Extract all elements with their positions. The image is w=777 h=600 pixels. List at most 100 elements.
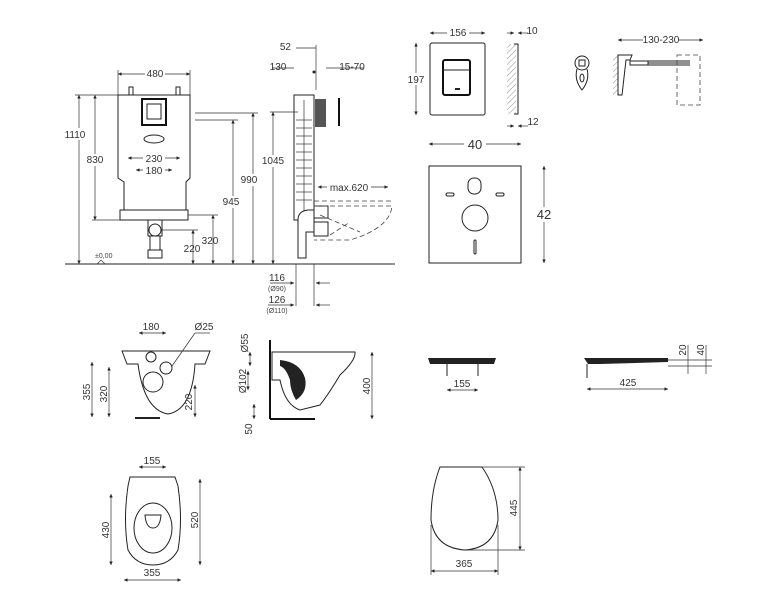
dim-25-label: Ø25 — [195, 322, 214, 333]
dim-max620-label: max.620 — [330, 183, 369, 194]
wall-hatch — [613, 55, 618, 95]
bowl-top-drain — [144, 514, 162, 529]
mat-drain-hole — [461, 204, 489, 232]
toilet-bowl-front-view: 180 Ø25 355 320 220 — [82, 322, 214, 419]
fixing-bolt-view: 130-230 — [574, 34, 703, 106]
label-bg — [535, 207, 553, 222]
dim-diameter-leader — [171, 332, 196, 367]
dim-12-label: 12 — [527, 117, 539, 128]
bolt-bracket — [575, 68, 589, 91]
flush-button — [442, 59, 471, 96]
dim-365-label: 365 — [456, 559, 473, 570]
sound-insulation-mat: 40 42 — [428, 136, 553, 264]
dim-10-label: 10 — [526, 26, 538, 37]
dim-230-label: 230 — [146, 154, 163, 165]
frame-leg-top-right — [175, 86, 181, 96]
dim-197-label: 197 — [408, 75, 425, 86]
bowl-inlet — [313, 205, 329, 219]
bolt-mount — [617, 54, 633, 96]
dim-130-230-label: 130-230 — [643, 35, 680, 46]
label-bg — [464, 136, 486, 151]
dim-155-label: 155 — [454, 379, 471, 390]
brand-mark — [455, 88, 460, 90]
seat-top-outline — [430, 466, 499, 551]
dim-1110-label: 1110 — [65, 130, 86, 141]
label-bg — [643, 34, 679, 45]
toilet-bowl-top-view: 155 430 520 355 — [101, 456, 202, 582]
seat-top-view: 445 365 — [430, 466, 525, 575]
dim-180-label: 180 — [143, 322, 160, 333]
dim-1045-label: 1045 — [262, 156, 285, 167]
frame-bracket — [119, 209, 189, 221]
dim-20-label: 20 — [678, 344, 689, 356]
dim-990-label: 990 — [241, 175, 258, 186]
bowl-trap — [280, 360, 306, 400]
brand-logo — [143, 134, 165, 144]
bolt-shaft — [629, 60, 649, 66]
frame-side-view: 52 130 15-70 1045 max.620 116 (Ø90) 126 … — [261, 42, 393, 315]
dim-15-70-label: 15-70 — [339, 62, 365, 73]
dim-40-label: 40 — [696, 344, 707, 356]
dim-445-label: 445 — [509, 499, 520, 516]
bowl-outlet — [313, 221, 329, 237]
toilet-bowl-side-view: Ø55 Ø102 50 400 — [238, 333, 374, 435]
dim-180-label: 180 — [146, 166, 163, 177]
frame-front-view: 480 1110 830 230 180 990 945 320 220 ±0,… — [64, 67, 395, 265]
seat-side-view: 425 20 40 — [584, 344, 712, 391]
flush-plate-front — [429, 42, 486, 116]
dim-130-label: 130 — [270, 62, 287, 73]
label-bg — [145, 67, 165, 79]
flush-plate-side-edge — [514, 43, 519, 115]
bolt-slot — [579, 73, 585, 83]
mat-slot-right — [495, 192, 505, 197]
dim-42-label: 42 — [537, 207, 551, 222]
dim-425-label: 425 — [620, 378, 637, 389]
dim-480-label: 480 — [147, 69, 164, 80]
mat-slot-left — [445, 192, 455, 197]
floor-level-icon — [96, 259, 106, 265]
bowl-outlet — [142, 371, 164, 393]
bolt-nut — [578, 59, 586, 67]
label-bg — [221, 196, 243, 208]
dim-102-label: Ø102 — [238, 368, 249, 393]
flush-cistern-inner — [146, 103, 162, 120]
bowl-wall-dashed — [676, 54, 701, 106]
dim-55-label: Ø55 — [240, 333, 251, 352]
label-bg — [404, 73, 426, 85]
flush-actuator — [315, 99, 326, 127]
dim-155-label: 155 — [144, 456, 161, 467]
dim-355-label: 355 — [144, 568, 161, 579]
frame-leg-top-left — [128, 86, 134, 96]
label-bg — [238, 174, 260, 186]
label-bg — [327, 181, 371, 193]
dim-52-label: 52 — [280, 42, 292, 53]
dim-320-label: 320 — [202, 236, 219, 247]
frame-side-ribs — [296, 119, 312, 201]
flush-plate-view: 156 197 10 12 — [404, 26, 539, 128]
label-bg — [261, 155, 285, 167]
bowl-base — [135, 417, 160, 419]
dim-50-label: 50 — [244, 423, 255, 435]
seat-side-profile — [584, 358, 668, 364]
dim-156-label: 156 — [450, 28, 467, 39]
dim-830-label: 830 — [87, 155, 104, 166]
bowl-hole-center — [145, 351, 157, 363]
dim-116-label: 116 — [269, 273, 285, 284]
label-bg — [64, 128, 86, 140]
bolt-washer — [574, 55, 590, 71]
dim-126-label: 126 — [269, 295, 286, 306]
dim-126-sub-label: (Ø110) — [266, 308, 287, 315]
label-bg — [82, 154, 104, 166]
mat-outline — [428, 165, 522, 264]
label-bg — [143, 152, 165, 163]
bowl-top-outline — [125, 476, 181, 566]
mat-inlet-hole — [467, 177, 482, 195]
drain-bend — [297, 209, 315, 259]
seat-front-view: 155 — [428, 358, 496, 392]
drain-socket — [147, 249, 163, 259]
dim-40-label: 40 — [468, 137, 482, 152]
dim-320-label: 320 — [99, 385, 110, 402]
dim-220-label: 220 — [184, 393, 195, 410]
bowl-inlet — [159, 361, 173, 375]
